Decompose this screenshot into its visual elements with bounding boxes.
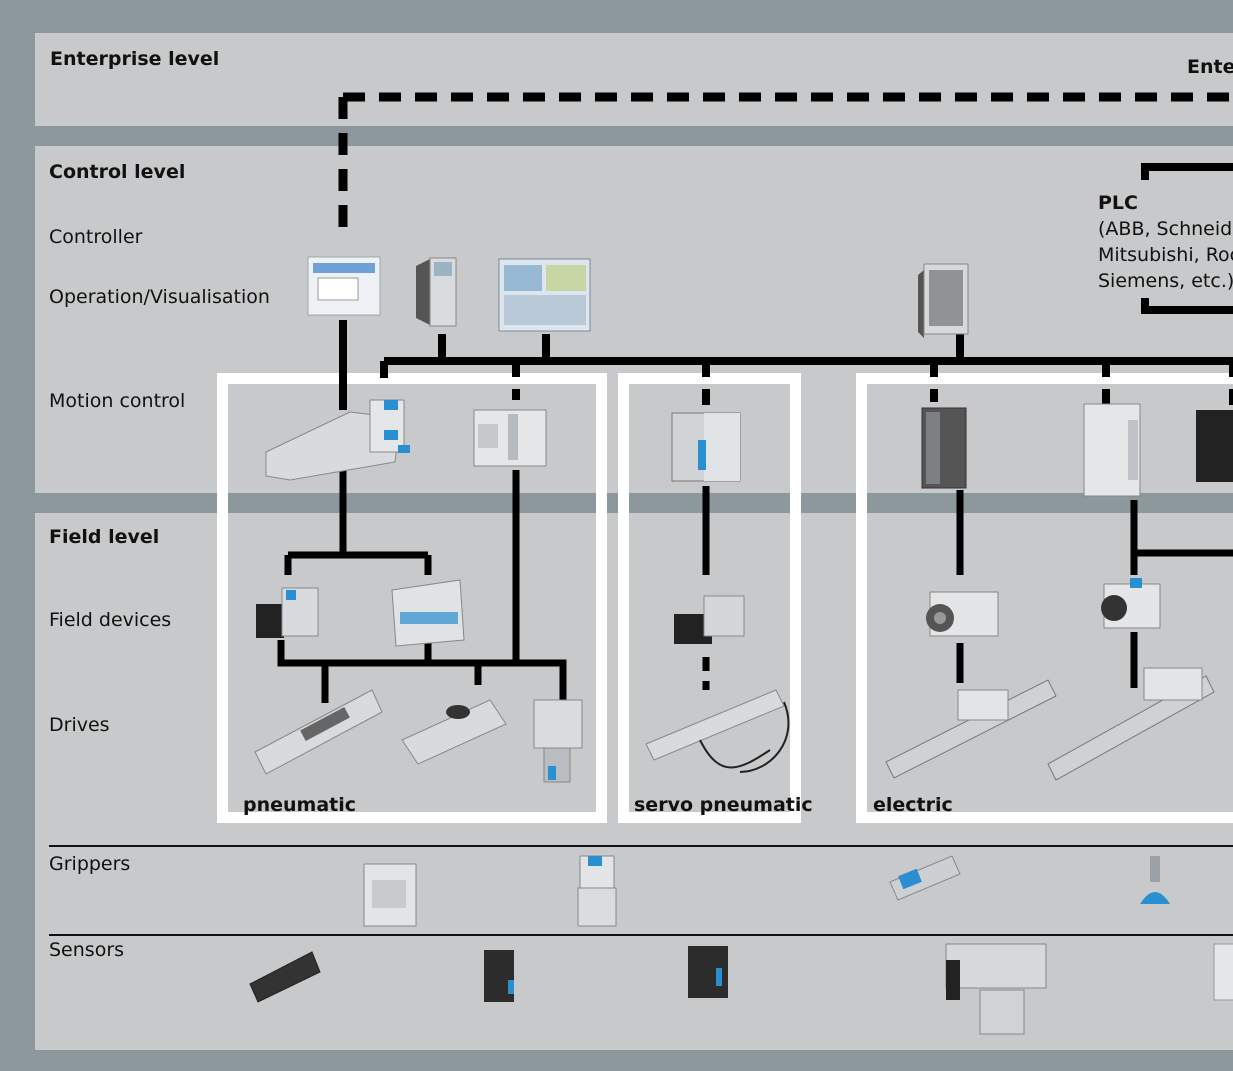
operation-visualisation-label: Operation/Visualisation xyxy=(49,286,270,308)
pneumatic-linear-drive-icon xyxy=(255,690,382,774)
motion-control-label: Motion control xyxy=(49,390,185,412)
servo-motor-icon xyxy=(926,592,998,636)
valve-terminal-icon xyxy=(266,400,410,480)
servo-drive-icon xyxy=(922,408,966,488)
pressure-sensor-icon xyxy=(484,950,514,1002)
electric-gripper-icon xyxy=(890,856,960,900)
plc-label: PLC (ABB, Schneide Mitsubishi, Roc Sieme… xyxy=(1098,190,1233,294)
rotary-gripper-icon xyxy=(578,856,616,926)
flow-sensor-icon xyxy=(688,946,728,998)
valve-manifold-icon xyxy=(392,580,464,646)
enterprise-level-label: Enterprise level xyxy=(50,48,219,70)
electric-axis-icon xyxy=(886,680,1056,778)
solenoid-valve-icon xyxy=(256,588,318,638)
stepper-controller-icon xyxy=(1084,404,1140,496)
control-bus xyxy=(343,320,1233,410)
pneumatic-wiring xyxy=(281,462,563,703)
stepper-motor-icon xyxy=(1101,578,1160,628)
motor-controller-icon xyxy=(1196,410,1233,482)
sensors-separator xyxy=(49,934,1233,936)
plc-title: PLC xyxy=(1098,190,1233,216)
control-level-label: Control level xyxy=(49,161,185,183)
proportional-valve-icon xyxy=(674,596,744,644)
plc-vendors-line-1: (ABB, Schneide xyxy=(1098,216,1233,242)
plc-vendors-line-3: Siemens, etc.) xyxy=(1098,268,1233,294)
scada-screen-icon xyxy=(499,259,590,331)
sensors-label: Sensors xyxy=(49,939,124,961)
pneumatic-cylinder-icon xyxy=(534,700,582,782)
plc-vendors-line-2: Mitsubishi, Roc xyxy=(1098,242,1233,268)
control-bus-dashed xyxy=(516,361,1233,405)
rotary-drive-icon xyxy=(402,700,506,764)
limit-sensor-icon xyxy=(1214,944,1233,1000)
pneumatic-group-caption: pneumatic xyxy=(243,794,356,816)
vision-sensor-assembly-icon xyxy=(946,944,1046,1034)
vacuum-suction-cup-icon xyxy=(1140,856,1170,904)
servo-pneumatic-group-caption: servo pneumatic xyxy=(634,794,813,816)
touch-panel-icon xyxy=(918,264,968,338)
enterprise-level-label-right: Enter xyxy=(1187,56,1233,78)
hmi-screen-icon xyxy=(308,257,380,315)
servo-cylinder-icon xyxy=(646,690,788,772)
grippers-label: Grippers xyxy=(49,853,130,875)
parallel-gripper-icon xyxy=(364,864,416,926)
field-devices-label: Field devices xyxy=(49,609,171,631)
field-level-label: Field level xyxy=(49,526,159,548)
drives-label: Drives xyxy=(49,714,110,736)
servo-controller-icon xyxy=(672,413,740,481)
proximity-sensor-icon xyxy=(250,952,320,1002)
electric-group-caption: electric xyxy=(873,794,953,816)
motion-controller-icon xyxy=(474,410,546,466)
grippers-separator xyxy=(49,845,1233,847)
electric-wiring xyxy=(960,490,1233,688)
operator-panel-icon xyxy=(416,258,456,326)
controller-label: Controller xyxy=(49,226,142,248)
